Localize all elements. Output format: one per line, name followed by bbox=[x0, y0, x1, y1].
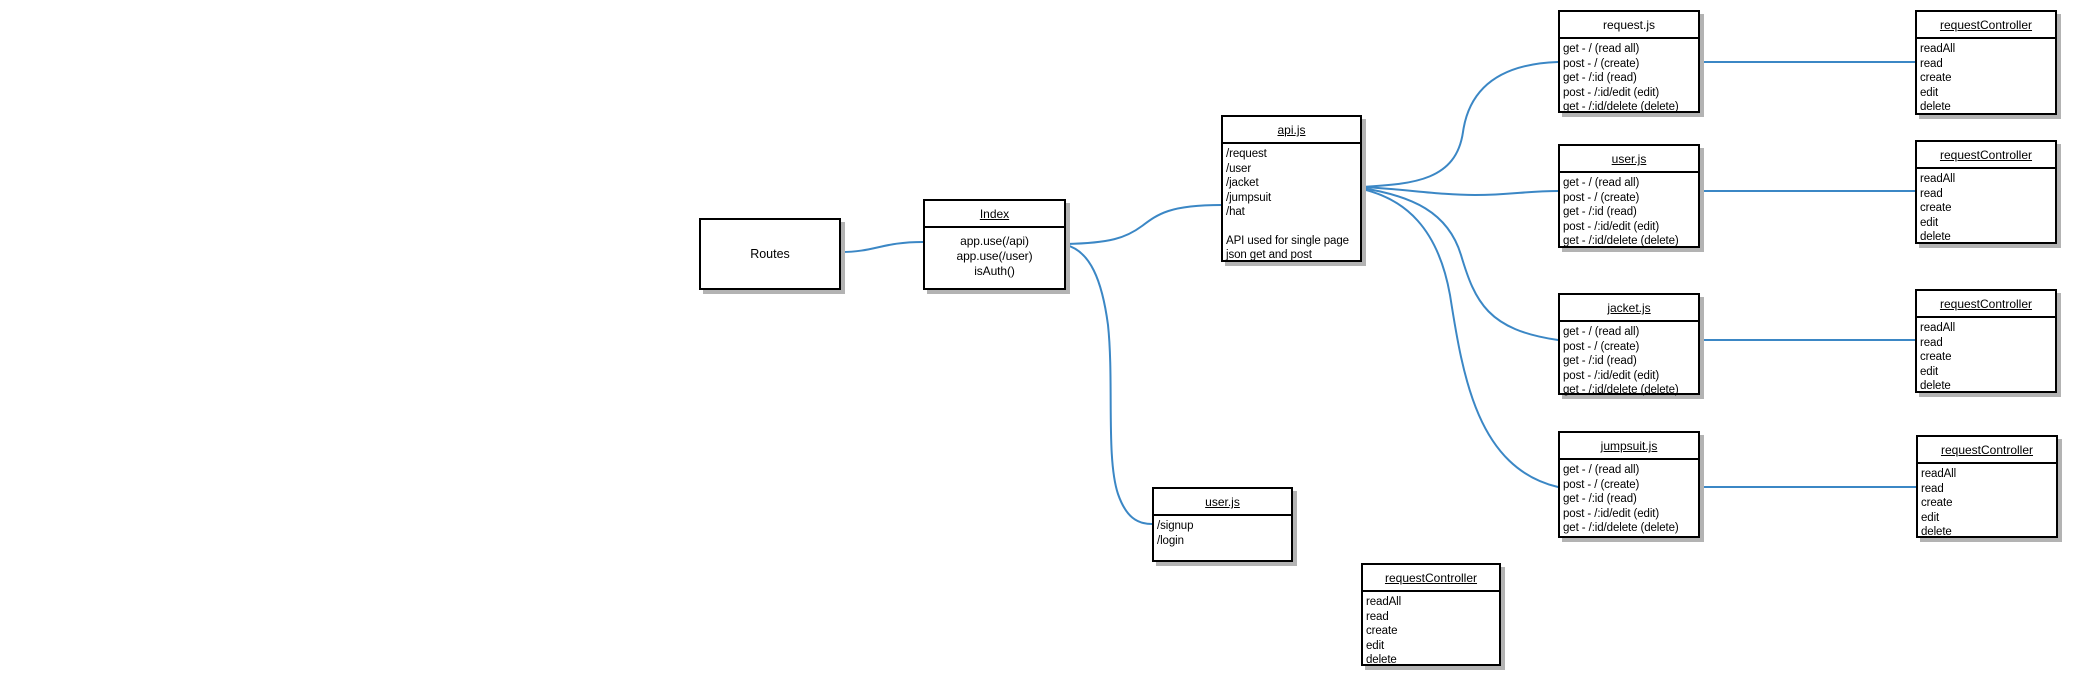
edge-index-to-user-routes bbox=[1065, 244, 1153, 525]
node-request-controller-2-title: requestController bbox=[1917, 142, 2055, 170]
node-request-controller-4-title: requestController bbox=[1918, 437, 2056, 465]
node-api-title: api.js bbox=[1223, 117, 1360, 145]
node-jacket-api-body: get - / (read all) post - / (create) get… bbox=[1563, 326, 1679, 397]
node-routes[interactable]: Routes bbox=[699, 218, 841, 290]
node-jumpsuit-api-title: jumpsuit.js bbox=[1560, 433, 1698, 461]
node-request-controller-1-title: requestController bbox=[1917, 12, 2055, 40]
node-user-api-title: user.js bbox=[1560, 146, 1698, 174]
node-request-controller-2-body: readAll read create edit delete bbox=[1920, 173, 1956, 244]
node-request-controller-4-body: readAll read create edit delete bbox=[1921, 468, 1957, 539]
node-request-api-body: get - / (read all) post - / (create) get… bbox=[1563, 43, 1679, 114]
node-request-api[interactable]: request.js get - / (read all) post - / (… bbox=[1558, 10, 1700, 113]
node-request-controller-3[interactable]: requestController readAll read create ed… bbox=[1915, 289, 2057, 393]
node-request-controller-bottom-title: requestController bbox=[1363, 565, 1499, 593]
node-user-routes-body: /signup /login bbox=[1157, 520, 1194, 547]
edge-api-to-jumpsuit bbox=[1361, 188, 1559, 488]
node-index-body: app.use(/api) app.use(/user) isAuth() bbox=[956, 234, 1033, 279]
node-api-body: /request /user /jacket /jumpsuit /hat AP… bbox=[1226, 148, 1349, 262]
node-request-controller-1-body: readAll read create edit delete bbox=[1920, 43, 1956, 114]
edge-api-to-user bbox=[1361, 186, 1559, 197]
node-request-api-title: request.js bbox=[1560, 12, 1698, 40]
node-index[interactable]: Index app.use(/api) app.use(/user) isAut… bbox=[923, 199, 1066, 290]
node-request-controller-bottom[interactable]: requestController readAll read create ed… bbox=[1361, 563, 1501, 666]
node-user-routes[interactable]: user.js /signup /login bbox=[1152, 487, 1293, 562]
node-request-controller-3-body: readAll read create edit delete bbox=[1920, 322, 1956, 393]
edge-routes-to-index bbox=[840, 241, 924, 253]
node-jumpsuit-api-body: get - / (read all) post - / (create) get… bbox=[1563, 464, 1679, 535]
node-jumpsuit-api[interactable]: jumpsuit.js get - / (read all) post - / … bbox=[1558, 431, 1700, 538]
node-request-controller-3-title: requestController bbox=[1917, 291, 2055, 319]
edge-api-to-jacket bbox=[1361, 187, 1559, 341]
node-jacket-api[interactable]: jacket.js get - / (read all) post - / (c… bbox=[1558, 293, 1700, 396]
node-request-controller-4[interactable]: requestController readAll read create ed… bbox=[1916, 435, 2058, 538]
edge-api-to-request bbox=[1361, 61, 1559, 188]
node-jacket-api-title: jacket.js bbox=[1560, 295, 1698, 323]
node-index-title: Index bbox=[925, 201, 1064, 229]
node-routes-label: Routes bbox=[750, 246, 790, 261]
node-api[interactable]: api.js /request /user /jacket /jumpsuit … bbox=[1221, 115, 1362, 262]
node-user-api[interactable]: user.js get - / (read all) post - / (cre… bbox=[1558, 144, 1700, 248]
node-user-routes-title: user.js bbox=[1154, 489, 1291, 517]
node-request-controller-bottom-body: readAll read create edit delete bbox=[1366, 596, 1402, 667]
node-user-api-body: get - / (read all) post - / (create) get… bbox=[1563, 177, 1679, 248]
node-request-controller-2[interactable]: requestController readAll read create ed… bbox=[1915, 140, 2057, 244]
node-request-controller-1[interactable]: requestController readAll read create ed… bbox=[1915, 10, 2057, 115]
edge-index-to-api bbox=[1065, 204, 1222, 245]
